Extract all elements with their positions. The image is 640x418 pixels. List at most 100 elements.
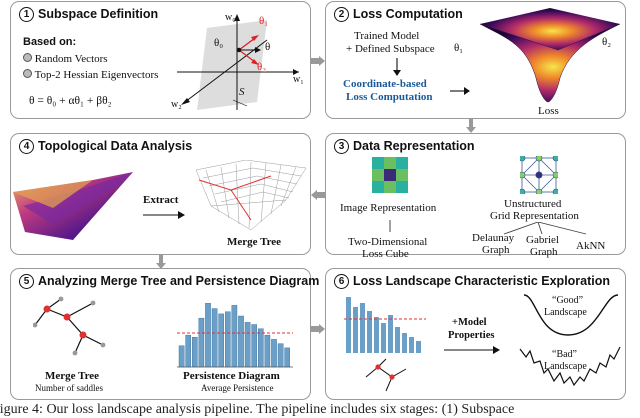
persistence-bar bbox=[277, 343, 284, 368]
persistence-bar bbox=[264, 334, 271, 368]
step-number: 2 bbox=[334, 7, 349, 22]
arrow-right-icon bbox=[311, 324, 325, 334]
graph-grid-icon bbox=[520, 156, 558, 194]
arrow-right-icon bbox=[143, 211, 185, 219]
persistence-bar bbox=[244, 322, 251, 368]
persistence-diagram-title: Persistence Diagram bbox=[183, 370, 280, 382]
bad-quote: “Bad” bbox=[552, 349, 577, 360]
label-theta: θ bbox=[265, 41, 271, 53]
loss-cube-line1: Two-Dimensional bbox=[348, 236, 428, 248]
panel-title: Subspace Definition bbox=[38, 7, 159, 21]
arrow-down-icon bbox=[393, 58, 401, 76]
panel-title: Topological Data Analysis bbox=[38, 139, 193, 153]
panel-analyzing-merge-tree: 5 Analyzing Merge Tree and Persistence Di… bbox=[10, 268, 319, 400]
aknn-label: AkNN bbox=[576, 240, 606, 252]
axis-theta2: θ₂ bbox=[602, 36, 612, 48]
radio-icon bbox=[23, 53, 32, 62]
persistence-bar bbox=[185, 334, 192, 368]
loss-surface-render bbox=[13, 172, 133, 240]
panel-title: Loss Landscape Characteristic Exploratio… bbox=[353, 274, 611, 288]
panel-topological-analysis: 4 Topological Data Analysis Extract Merge… bbox=[10, 133, 311, 255]
gabriel-label: Gabriel bbox=[526, 234, 559, 246]
persistence-bar bbox=[225, 311, 231, 368]
panel-title: Loss Computation bbox=[353, 7, 463, 21]
panel-characteristic-exploration: 6 Loss Landscape Characteristic Explorati… bbox=[325, 268, 626, 400]
label-theta2: θ₂ bbox=[257, 61, 267, 73]
panel-subspace-definition: 1 Subspace Definition Based on: Random Ve… bbox=[10, 1, 311, 119]
persistence-bar bbox=[231, 305, 238, 368]
persistence-bar bbox=[271, 339, 277, 368]
persistence-bar bbox=[251, 324, 257, 368]
label-w2: w₂ bbox=[171, 99, 182, 110]
arrow-left-icon bbox=[311, 190, 325, 200]
based-on-label: Based on: bbox=[23, 36, 77, 48]
bad-landscape-curve bbox=[519, 346, 621, 387]
step-number: 4 bbox=[19, 139, 34, 154]
persistence-bar bbox=[191, 337, 198, 368]
arrow-down-icon bbox=[156, 255, 166, 269]
defined-subspace-text: + Defined Subspace bbox=[346, 43, 435, 55]
good-quote: “Good” bbox=[552, 295, 584, 306]
option-random-vectors: Random Vectors bbox=[34, 53, 108, 65]
delaunay-graph-label: Graph bbox=[482, 244, 510, 256]
unstructured-label: Unstructured bbox=[504, 198, 562, 210]
loss-computation-text: Loss Computation bbox=[346, 91, 433, 103]
option-hessian-eigenvectors: Top-2 Hessian Eigenvectors bbox=[34, 69, 159, 81]
persistence-bar bbox=[284, 347, 290, 368]
label-w1: w₁ bbox=[293, 74, 304, 85]
label-theta1: θ₁ bbox=[259, 15, 269, 27]
persistence-diagram-chart bbox=[177, 303, 293, 368]
subspace-axes-diagram bbox=[177, 14, 299, 110]
branch-lines bbox=[503, 222, 587, 235]
merge-tree-title: Merge Tree bbox=[45, 370, 100, 382]
merge-tree-graph bbox=[33, 296, 106, 356]
image-grid-icon bbox=[372, 157, 408, 193]
axis-theta1: θ₁ bbox=[454, 42, 464, 54]
step-number: 1 bbox=[19, 7, 34, 22]
merge-tree-subtitle: Number of saddles bbox=[35, 383, 103, 393]
label-s: S bbox=[239, 86, 245, 98]
extract-label: Extract bbox=[143, 194, 179, 206]
persistence-bar bbox=[178, 345, 185, 368]
arrow-down-icon bbox=[466, 119, 476, 133]
persistence-bar bbox=[257, 328, 264, 368]
coordinate-based-text: Coordinate-based bbox=[343, 78, 427, 90]
figure-caption: Figure 4: Our loss landscape analysis pi… bbox=[0, 402, 515, 417]
loss-cube-line2: Loss Cube bbox=[362, 248, 409, 260]
merge-tree-label: Merge Tree bbox=[227, 236, 282, 248]
radio-icon bbox=[23, 69, 32, 78]
label-w0: w₀ bbox=[225, 12, 236, 23]
good-landscape-curve bbox=[523, 294, 619, 336]
label-theta0: θ₀ bbox=[214, 37, 224, 49]
properties-label: Properties bbox=[448, 330, 495, 341]
arrow-right-icon bbox=[450, 87, 470, 95]
persistence-bar bbox=[205, 303, 211, 368]
trained-model-text: Trained Model bbox=[354, 30, 420, 42]
grid-representation-label: Grid Representation bbox=[490, 210, 579, 222]
delaunay-label: Delaunay bbox=[472, 232, 515, 244]
connector-line bbox=[389, 220, 391, 232]
mini-persistence-chart bbox=[344, 297, 426, 353]
step-number: 6 bbox=[334, 274, 349, 289]
wireframe-merge-tree bbox=[195, 160, 307, 231]
arrow-right-icon bbox=[311, 56, 325, 66]
step-number: 5 bbox=[19, 274, 34, 289]
gabriel-graph-label: Graph bbox=[530, 246, 558, 258]
image-representation-label: Image Representation bbox=[340, 202, 437, 214]
panel-title: Analyzing Merge Tree and Persistence Dia… bbox=[38, 274, 320, 288]
arrow-right-icon bbox=[444, 346, 500, 354]
mini-merge-tree bbox=[365, 358, 407, 392]
loss-surface-plot bbox=[479, 8, 621, 103]
panel-title: Data Representation bbox=[353, 139, 475, 153]
persistence-bar bbox=[198, 317, 205, 368]
model-label: +Model bbox=[452, 317, 487, 328]
good-landscape-label: Landscape bbox=[544, 307, 587, 318]
axis-loss: Loss bbox=[538, 105, 559, 117]
persistence-bar bbox=[211, 308, 218, 368]
persistence-bar bbox=[218, 313, 224, 368]
persistence-diagram-subtitle: Average Persistence bbox=[201, 383, 274, 393]
subspace-formula: θ = θ₀ + αθ₁ + βθ₂ bbox=[29, 95, 112, 107]
bad-landscape-label: Landscape bbox=[544, 361, 587, 372]
